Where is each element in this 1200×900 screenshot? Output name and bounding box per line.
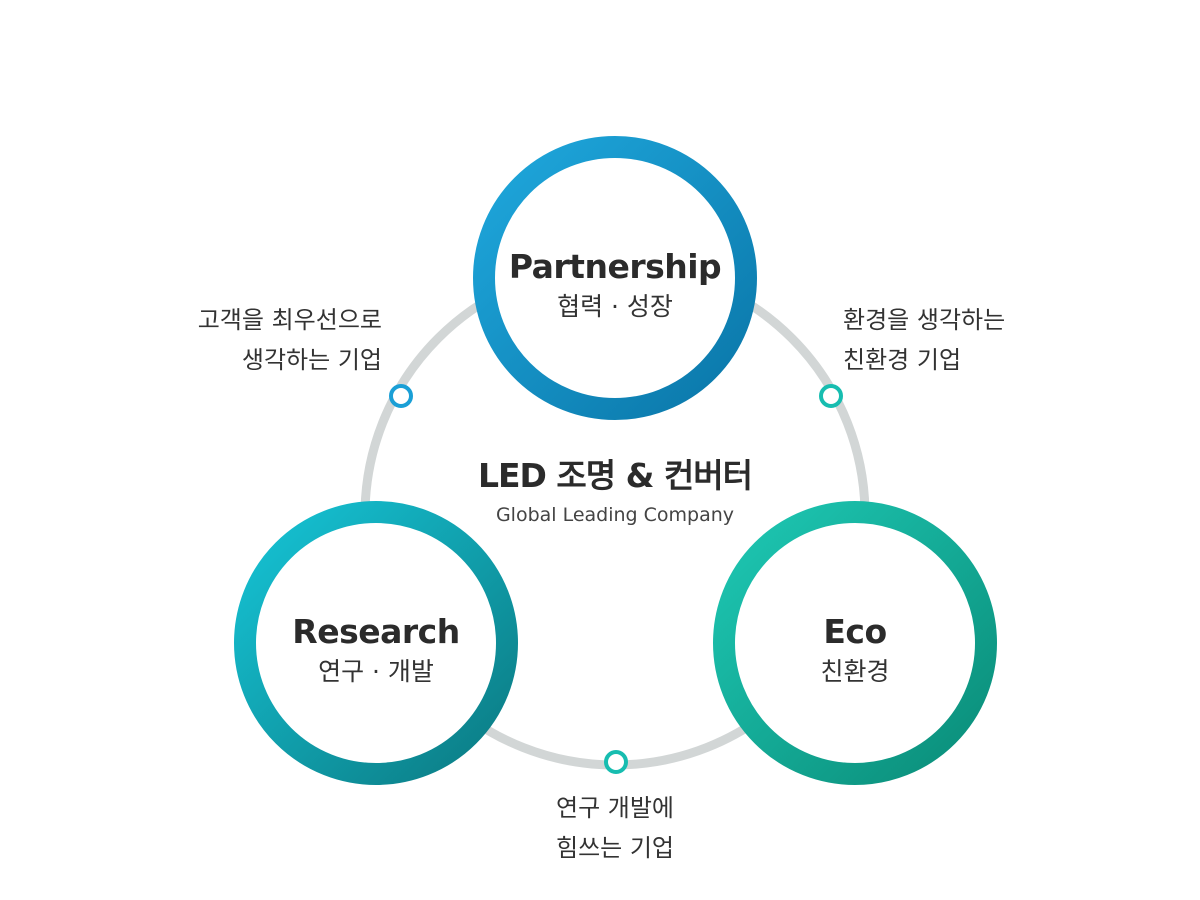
eco-subtitle: 친환경	[820, 657, 890, 686]
research-subtitle: 연구 · 개발	[318, 657, 434, 686]
eco-node[interactable]: Eco 친환경	[735, 612, 975, 690]
feature-rnd: 연구 개발에 힘쓰는 기업	[515, 788, 715, 868]
research-node[interactable]: Research 연구 · 개발	[256, 612, 496, 690]
partnership-subtitle: 협력 · 성장	[557, 292, 673, 321]
center-label: LED 조명 & 컨버터 Global Leading Company	[415, 455, 815, 529]
feature-environment-line2: 친환경 기업	[843, 346, 962, 374]
partnership-node[interactable]: Partnership 협력 · 성장	[495, 247, 735, 325]
research-title: Research	[292, 612, 460, 651]
eco-title: Eco	[823, 612, 887, 651]
partnership-title: Partnership	[508, 247, 722, 286]
customer-marker	[389, 384, 413, 408]
center-title: LED 조명 & 컨버터	[477, 456, 753, 495]
center-subtitle: Global Leading Company	[495, 504, 735, 526]
eco-circle[interactable]	[713, 501, 997, 785]
feature-environment: 환경을 생각하는 친환경 기업	[843, 300, 1083, 380]
research-circle[interactable]	[234, 501, 518, 785]
feature-rnd-line1: 연구 개발에	[555, 794, 675, 822]
feature-rnd-line2: 힘쓰는 기업	[555, 834, 675, 862]
environment-marker	[819, 384, 843, 408]
partnership-circle[interactable]	[473, 136, 757, 420]
rnd-marker	[604, 750, 628, 774]
feature-environment-line1: 환경을 생각하는	[843, 306, 1006, 334]
feature-customer-line1: 고객을 최우선으로	[197, 306, 382, 334]
feature-customer-line2: 생각하는 기업	[241, 346, 382, 374]
feature-customer: 고객을 최우선으로 생각하는 기업	[150, 300, 382, 380]
